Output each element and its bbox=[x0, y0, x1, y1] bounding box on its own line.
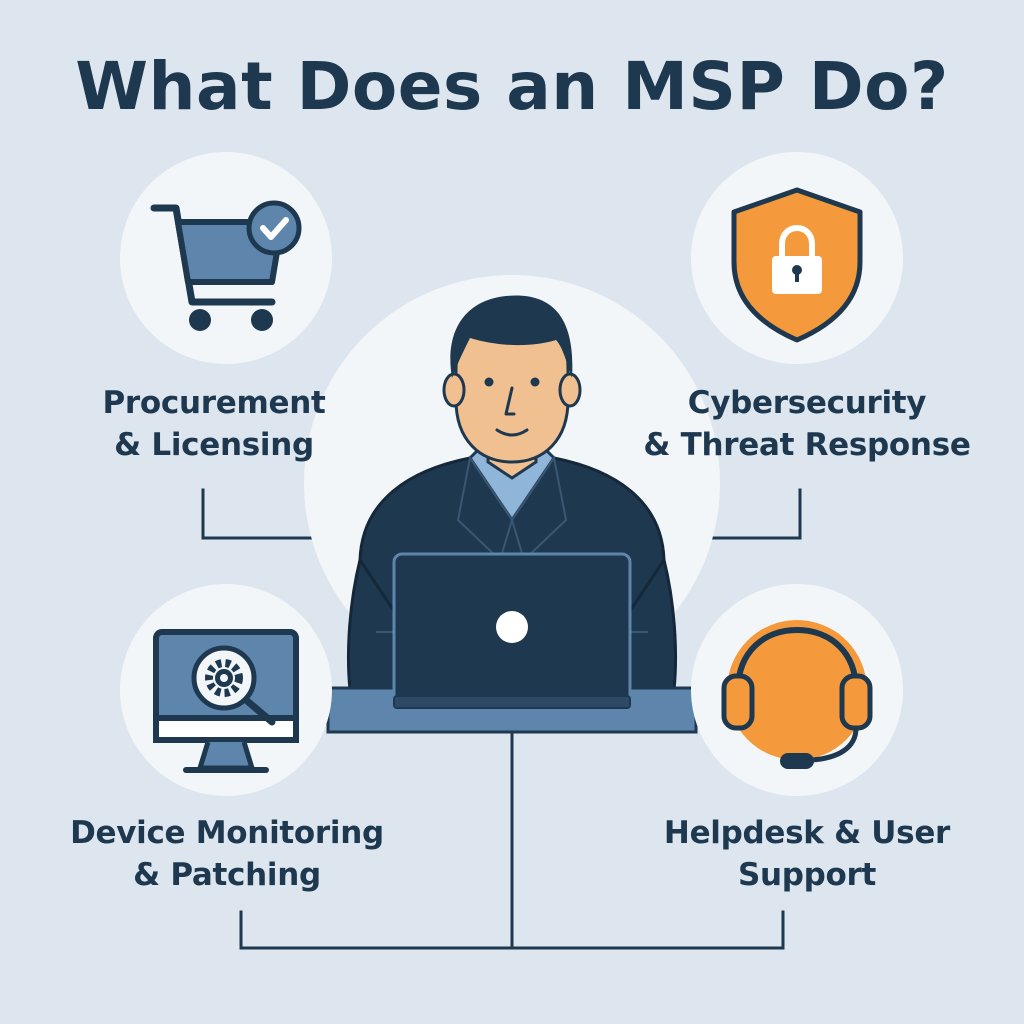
page-title: What Does an MSP Do? bbox=[75, 48, 949, 125]
service-label-helpdesk: Helpdesk & User Support bbox=[620, 812, 994, 896]
service-label-line1: Cybersecurity bbox=[687, 385, 927, 421]
service-label-line2: & Patching bbox=[133, 857, 321, 893]
connector-cybersecurity bbox=[706, 488, 802, 540]
headset-icon bbox=[691, 584, 903, 796]
laptop-logo bbox=[496, 611, 528, 643]
shield-lock-icon bbox=[691, 152, 903, 364]
service-label-line2: & Licensing bbox=[114, 427, 314, 463]
service-label-line1: Helpdesk & User bbox=[663, 815, 951, 851]
connector-procurement bbox=[201, 488, 320, 540]
connector-bottom bbox=[239, 910, 785, 950]
shopping-cart-icon bbox=[120, 152, 332, 364]
service-label-cybersecurity: Cybersecurity & Threat Response bbox=[620, 382, 994, 466]
laptop-illustration bbox=[392, 552, 632, 709]
service-label-procurement: Procurement & Licensing bbox=[40, 382, 388, 466]
service-label-line1: Procurement bbox=[102, 385, 326, 421]
service-label-device-monitoring: Device Monitoring & Patching bbox=[40, 812, 414, 896]
monitor-gear-icon bbox=[120, 584, 332, 796]
service-label-line2: Support bbox=[737, 857, 877, 893]
service-label-line1: Device Monitoring bbox=[70, 815, 384, 851]
service-label-line2: & Threat Response bbox=[643, 427, 971, 463]
connector-lines bbox=[201, 488, 802, 950]
